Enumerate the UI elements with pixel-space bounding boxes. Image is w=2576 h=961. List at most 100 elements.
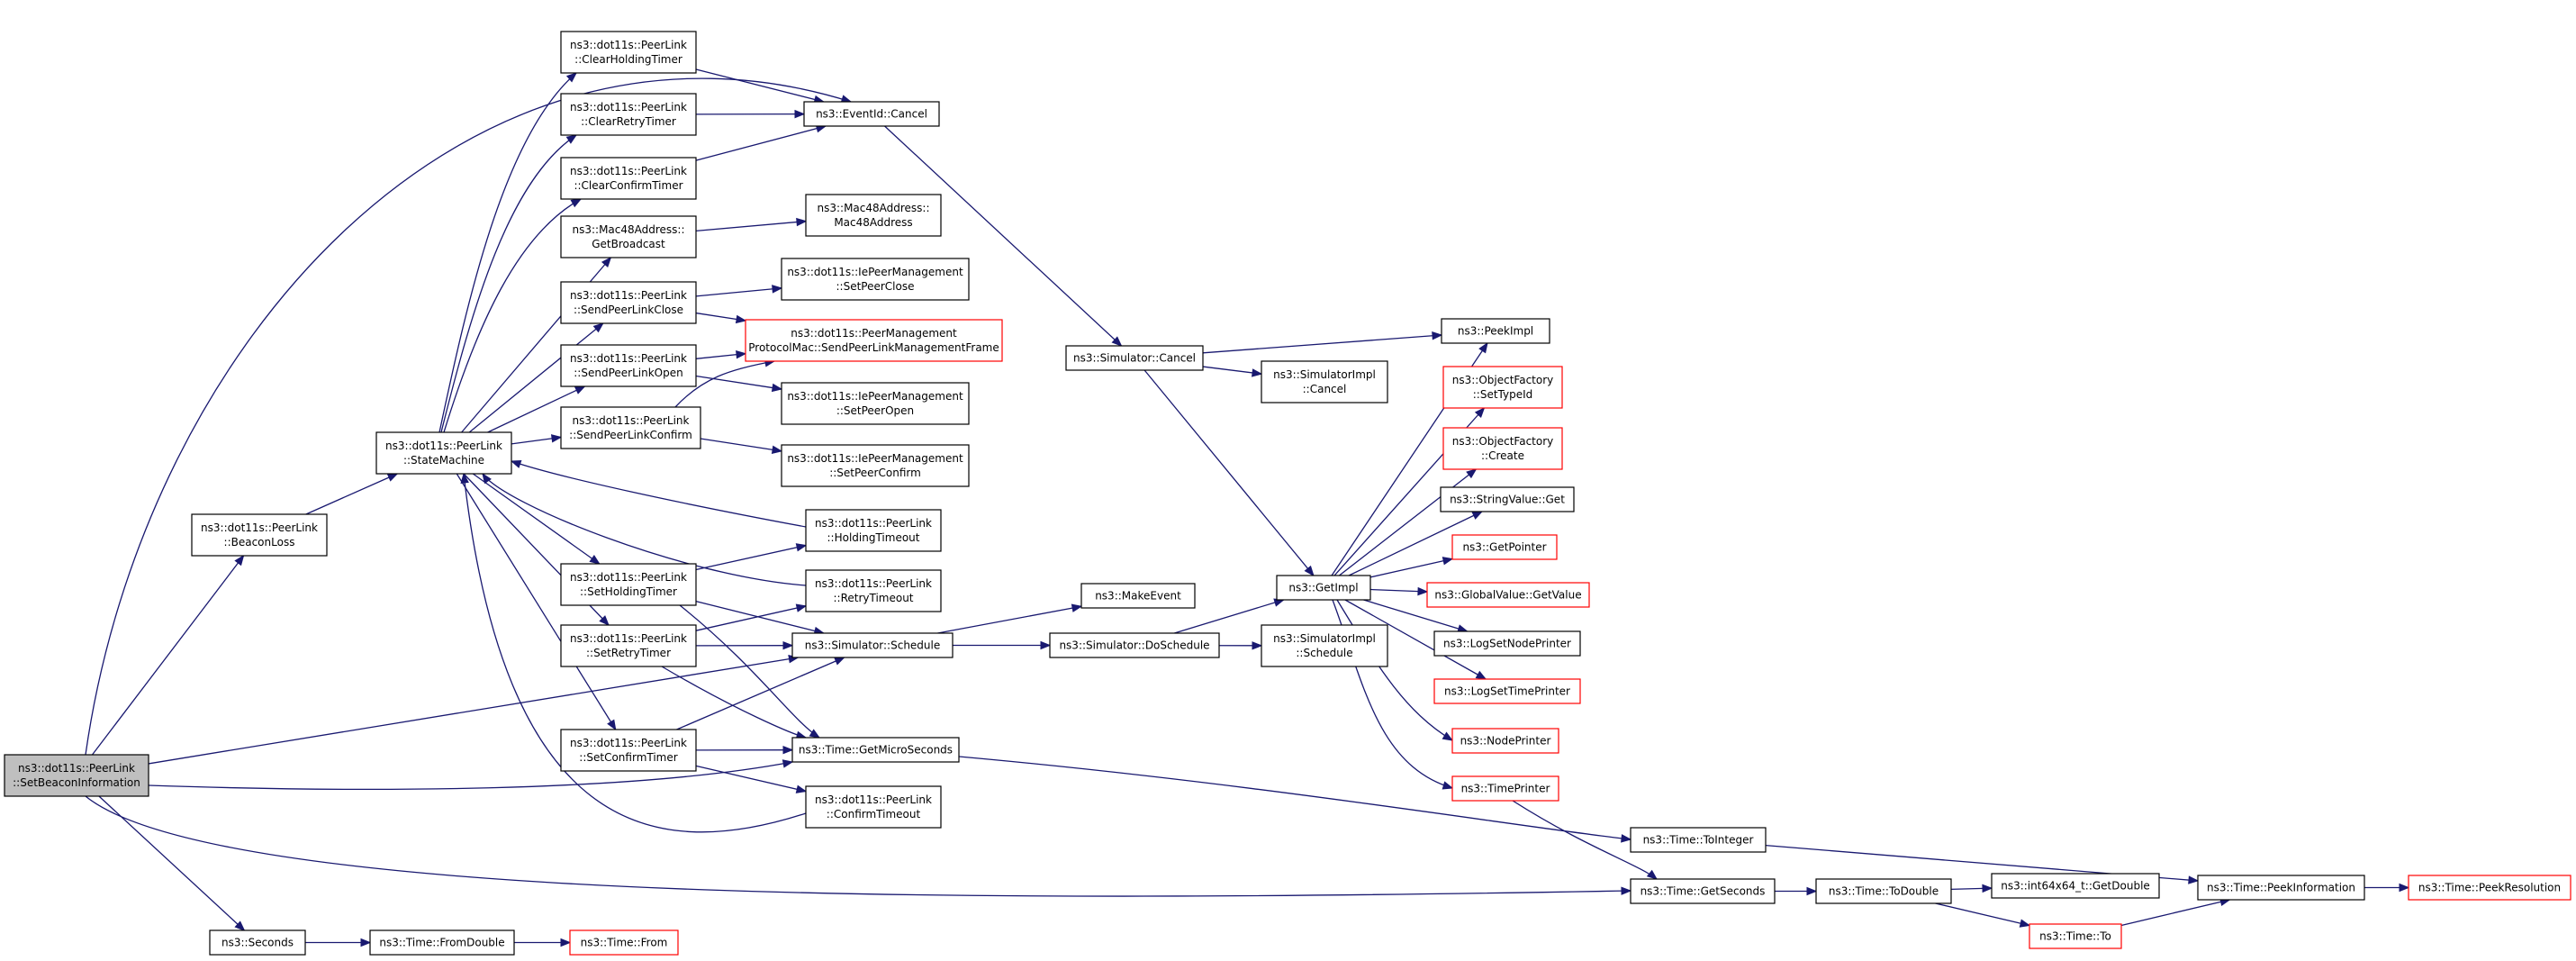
- node-simschedule[interactable]: ns3::Simulator::Schedule: [791, 632, 954, 658]
- node-seconds[interactable]: ns3::Seconds: [209, 929, 306, 956]
- edge-path: [695, 765, 807, 793]
- node-todouble[interactable]: ns3::Time::ToDouble: [1815, 878, 1952, 904]
- node-box: [560, 344, 697, 387]
- arrowhead: [1475, 670, 1487, 680]
- edge-path: [468, 322, 604, 433]
- node-box: [1433, 630, 1581, 657]
- edge-setbeacon-to-getmicro: [148, 759, 794, 791]
- edge-path: [472, 473, 601, 565]
- node-label: ::StateMachine: [403, 454, 484, 467]
- node-setconfirm[interactable]: ns3::dot11s::PeerLink::SetConfirmTimer: [560, 729, 697, 772]
- node-doschedule[interactable]: ns3::Simulator::DoSchedule: [1049, 632, 1220, 658]
- edge-path: [695, 68, 824, 103]
- node-logsetnode[interactable]: ns3::LogSetNodePrinter: [1433, 630, 1581, 657]
- node-label: ns3::dot11s::PeerLink: [201, 521, 318, 534]
- arrowhead: [1621, 886, 1632, 895]
- node-setretry[interactable]: ns3::dot11s::PeerLink::SetRetryTimer: [560, 624, 697, 667]
- node-label: ns3::Time::FromDouble: [379, 937, 504, 949]
- node-holdingtimeout[interactable]: ns3::dot11s::PeerLink::HoldingTimeout: [805, 509, 942, 552]
- node-peekinformation[interactable]: ns3::Time::PeekInformation: [2197, 875, 2365, 901]
- arrowhead: [1252, 641, 1263, 650]
- node-timeto[interactable]: ns3::Time::To: [2029, 923, 2122, 949]
- arrowhead: [794, 109, 806, 119]
- node-timeprinter[interactable]: ns3::TimePrinter: [1451, 775, 1559, 802]
- node-stringvalueget[interactable]: ns3::StringValue::Get: [1440, 486, 1575, 512]
- edge-getbroadcast-to-mac48ctor: [695, 217, 808, 232]
- node-simimplcancel[interactable]: ns3::SimulatorImpl::Cancel: [1261, 360, 1388, 403]
- node-sendclose[interactable]: ns3::dot11s::PeerLink::SendPeerLinkClose: [560, 281, 697, 324]
- edge-path: [1344, 599, 1487, 680]
- node-setholding[interactable]: ns3::dot11s::PeerLink::SetHoldingTimer: [560, 563, 697, 606]
- node-clearholding[interactable]: ns3::dot11s::PeerLink::ClearHoldingTimer: [560, 31, 697, 74]
- node-label: ns3::Time::To: [2039, 930, 2111, 943]
- node-int64getdouble[interactable]: ns3::int64x64_t::GetDouble: [1991, 873, 2160, 899]
- node-nodeprinter[interactable]: ns3::NodePrinter: [1451, 728, 1559, 754]
- node-label: ns3::Seconds: [221, 937, 294, 949]
- node-sendconfirm[interactable]: ns3::dot11s::PeerLink::SendPeerLinkConfi…: [560, 406, 701, 449]
- node-tointeger[interactable]: ns3::Time::ToInteger: [1630, 827, 1767, 853]
- node-simimplschedule[interactable]: ns3::SimulatorImpl::Schedule: [1261, 624, 1388, 667]
- edge-path: [443, 198, 582, 433]
- node-globalvalue[interactable]: ns3::GlobalValue::GetValue: [1426, 582, 1590, 608]
- node-box: [805, 194, 942, 237]
- node-label: ns3::Time::From: [581, 937, 668, 949]
- node-makeevent[interactable]: ns3::MakeEvent: [1080, 583, 1196, 609]
- node-mac48ctor[interactable]: ns3::Mac48Address::Mac48Address: [805, 194, 942, 237]
- node-timefrom[interactable]: ns3::Time::From: [569, 929, 679, 956]
- node-getmicro[interactable]: ns3::Time::GetMicroSeconds: [791, 737, 960, 763]
- node-confirmtimeout[interactable]: ns3::dot11s::PeerLink::ConfirmTimeout: [805, 785, 942, 829]
- node-getseconds[interactable]: ns3::Time::GetSeconds: [1630, 878, 1776, 904]
- node-label: ns3::dot11s::PeerLink: [573, 414, 690, 427]
- edge-path: [1336, 599, 1453, 741]
- node-label: ::SetHoldingTimer: [580, 585, 677, 598]
- node-iesetpeeropen[interactable]: ns3::dot11s::IePeerManagement::SetPeerOp…: [781, 382, 970, 425]
- edge-statemachine-to-clearconfirm: [443, 198, 583, 433]
- node-logsettime[interactable]: ns3::LogSetTimePrinter: [1433, 678, 1581, 704]
- arrowhead: [1251, 368, 1263, 377]
- edge-getseconds-to-todouble: [1775, 886, 1818, 896]
- edge-statemachine-to-clearretry: [440, 134, 578, 433]
- edge-path: [674, 360, 775, 408]
- node-eventcancel[interactable]: ns3::EventId::Cancel: [803, 101, 940, 127]
- node-peekimpl[interactable]: ns3::PeekImpl: [1441, 318, 1550, 344]
- node-label: ns3::dot11s::PeerLink: [570, 571, 687, 584]
- node-iesetpeerclose[interactable]: ns3::dot11s::IePeerManagement::SetPeerCl…: [781, 258, 970, 301]
- node-box: [569, 929, 679, 956]
- arrowhead: [460, 472, 469, 484]
- arrowhead: [234, 554, 245, 567]
- node-label: ns3::Mac48Address::: [572, 223, 684, 236]
- node-clearconfirm[interactable]: ns3::dot11s::PeerLink::ClearConfirmTimer: [560, 157, 697, 200]
- node-ofsettypeid[interactable]: ns3::ObjectFactory::SetTypeId: [1442, 366, 1563, 409]
- node-getbroadcast[interactable]: ns3::Mac48Address::GetBroadcast: [560, 215, 697, 258]
- node-box: [791, 737, 960, 763]
- edge-setbeacon-to-getseconds: [85, 795, 1632, 897]
- node-box: [805, 569, 942, 612]
- node-getimpl[interactable]: ns3::GetImpl: [1276, 575, 1371, 601]
- edges-layer: [85, 68, 2410, 947]
- node-label: ns3::Time::GetMicroSeconds: [799, 744, 953, 757]
- node-label: ns3::dot11s::PeerLink: [18, 762, 135, 775]
- node-ofcreate[interactable]: ns3::ObjectFactory::Create: [1442, 427, 1563, 470]
- node-label: ns3::dot11s::PeerLink: [570, 101, 687, 113]
- node-simcancel[interactable]: ns3::Simulator::Cancel: [1065, 345, 1204, 371]
- node-fromdouble[interactable]: ns3::Time::FromDouble: [369, 929, 515, 956]
- node-iesetpeerconfirm[interactable]: ns3::dot11s::IePeerManagement::SetPeerCo…: [781, 444, 970, 487]
- node-getpointer[interactable]: ns3::GetPointer: [1451, 534, 1558, 560]
- node-sendmgmtframe[interactable]: ns3::dot11s::PeerManagementProtocolMac::…: [745, 319, 1003, 362]
- node-setbeacon[interactable]: ns3::dot11s::PeerLink::SetBeaconInformat…: [4, 754, 149, 797]
- arrowhead: [599, 615, 610, 626]
- node-retrytimeout[interactable]: ns3::dot11s::PeerLink::RetryTimeout: [805, 569, 942, 612]
- edge-simschedule-to-makeevent: [937, 603, 1083, 634]
- node-label: ns3::Time::ToInteger: [1643, 834, 1754, 847]
- node-beaconloss[interactable]: ns3::dot11s::PeerLink::BeaconLoss: [191, 513, 328, 557]
- arrowhead: [607, 719, 617, 731]
- node-box: [1441, 318, 1550, 344]
- node-statemachine[interactable]: ns3::dot11s::PeerLink::StateMachine: [375, 431, 512, 475]
- node-peekresolution[interactable]: ns3::Time::PeekResolution: [2408, 875, 2571, 901]
- edge-path: [85, 795, 1631, 897]
- arrowhead: [1478, 341, 1488, 354]
- arrowhead: [565, 72, 578, 83]
- node-clearretry[interactable]: ns3::dot11s::PeerLink::ClearRetryTimer: [560, 93, 697, 136]
- edge-setbeacon-to-beaconloss: [91, 554, 245, 756]
- node-sendopen[interactable]: ns3::dot11s::PeerLink::SendPeerLinkOpen: [560, 344, 697, 387]
